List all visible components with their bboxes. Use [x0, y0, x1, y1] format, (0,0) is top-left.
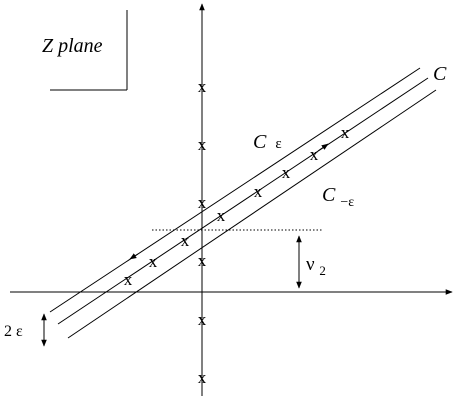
nu2-symbol: ν [306, 254, 315, 275]
contour-c [57, 77, 429, 325]
pole-marker: x [198, 368, 207, 387]
contour-minus-subscript: −ε [340, 195, 354, 210]
pole-marker: x [217, 206, 226, 225]
nu2-subscript: 2 [319, 263, 326, 278]
pole-marker: x [282, 163, 291, 182]
plane-label-box [50, 10, 128, 91]
contour-plus-letter: C [253, 131, 267, 153]
pole-marker: x [198, 310, 207, 329]
pole-marker: x [149, 252, 158, 271]
nu2-label: ν 2 [306, 254, 326, 278]
pole-marker: x [198, 251, 207, 270]
pole-marker: x [254, 182, 263, 201]
contour-plus-epsilon [49, 67, 421, 313]
pole-marker: x [198, 135, 207, 154]
contour-minus-epsilon [67, 89, 437, 339]
pole-marker: x [341, 123, 350, 142]
pole-marker: x [310, 145, 319, 164]
pole-marker: x [198, 77, 207, 96]
pole-marker: x [124, 270, 133, 289]
contour-minus-letter: C [322, 184, 336, 206]
pole-marker: x [181, 231, 190, 250]
two-epsilon-label: 2 ε [4, 323, 23, 340]
contour-plus-direction-arrow [129, 253, 139, 260]
pole-marker: x [198, 193, 207, 212]
contour-plus-subscript: ε [275, 136, 281, 152]
contour-minus-label: C −ε [322, 184, 354, 210]
contour-plus-label: C ε [253, 131, 282, 153]
contour-c-label: C [433, 63, 447, 85]
contour-minus-direction-arrow [317, 143, 329, 152]
plane-label: Z plane [42, 35, 103, 57]
